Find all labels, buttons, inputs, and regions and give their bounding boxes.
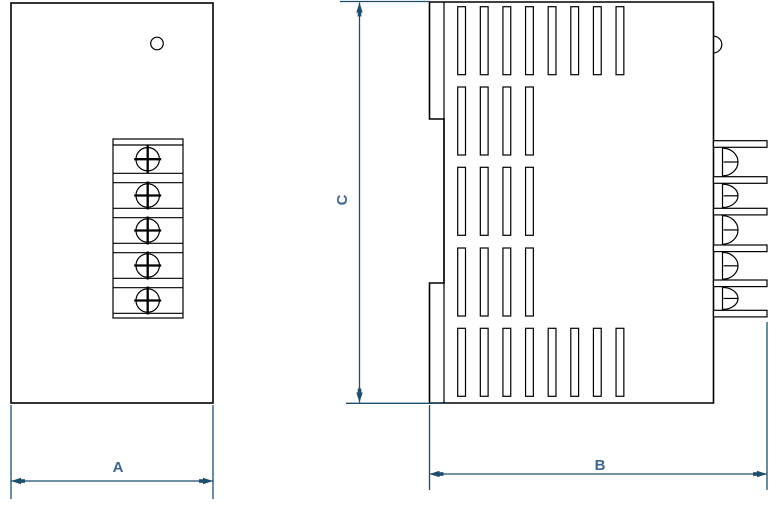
- dimension-a: A: [10, 405, 214, 499]
- vent-slots: [457, 6, 625, 397]
- front-hole: [150, 36, 164, 51]
- side-view: [428, 1, 768, 404]
- side-outline: [428, 1, 715, 404]
- terminal-block-side: [712, 140, 768, 318]
- din-knob: [713, 35, 723, 54]
- terminal-block-front: [112, 138, 184, 319]
- front-view: [10, 2, 214, 404]
- dimension-c: C: [334, 0, 441, 404]
- dimension-a-label: A: [113, 459, 124, 476]
- dimension-b: B: [428, 322, 768, 490]
- dimensions: A B C: [10, 0, 768, 499]
- dimension-c-label: C: [334, 194, 351, 205]
- dimension-b-label: B: [595, 457, 606, 474]
